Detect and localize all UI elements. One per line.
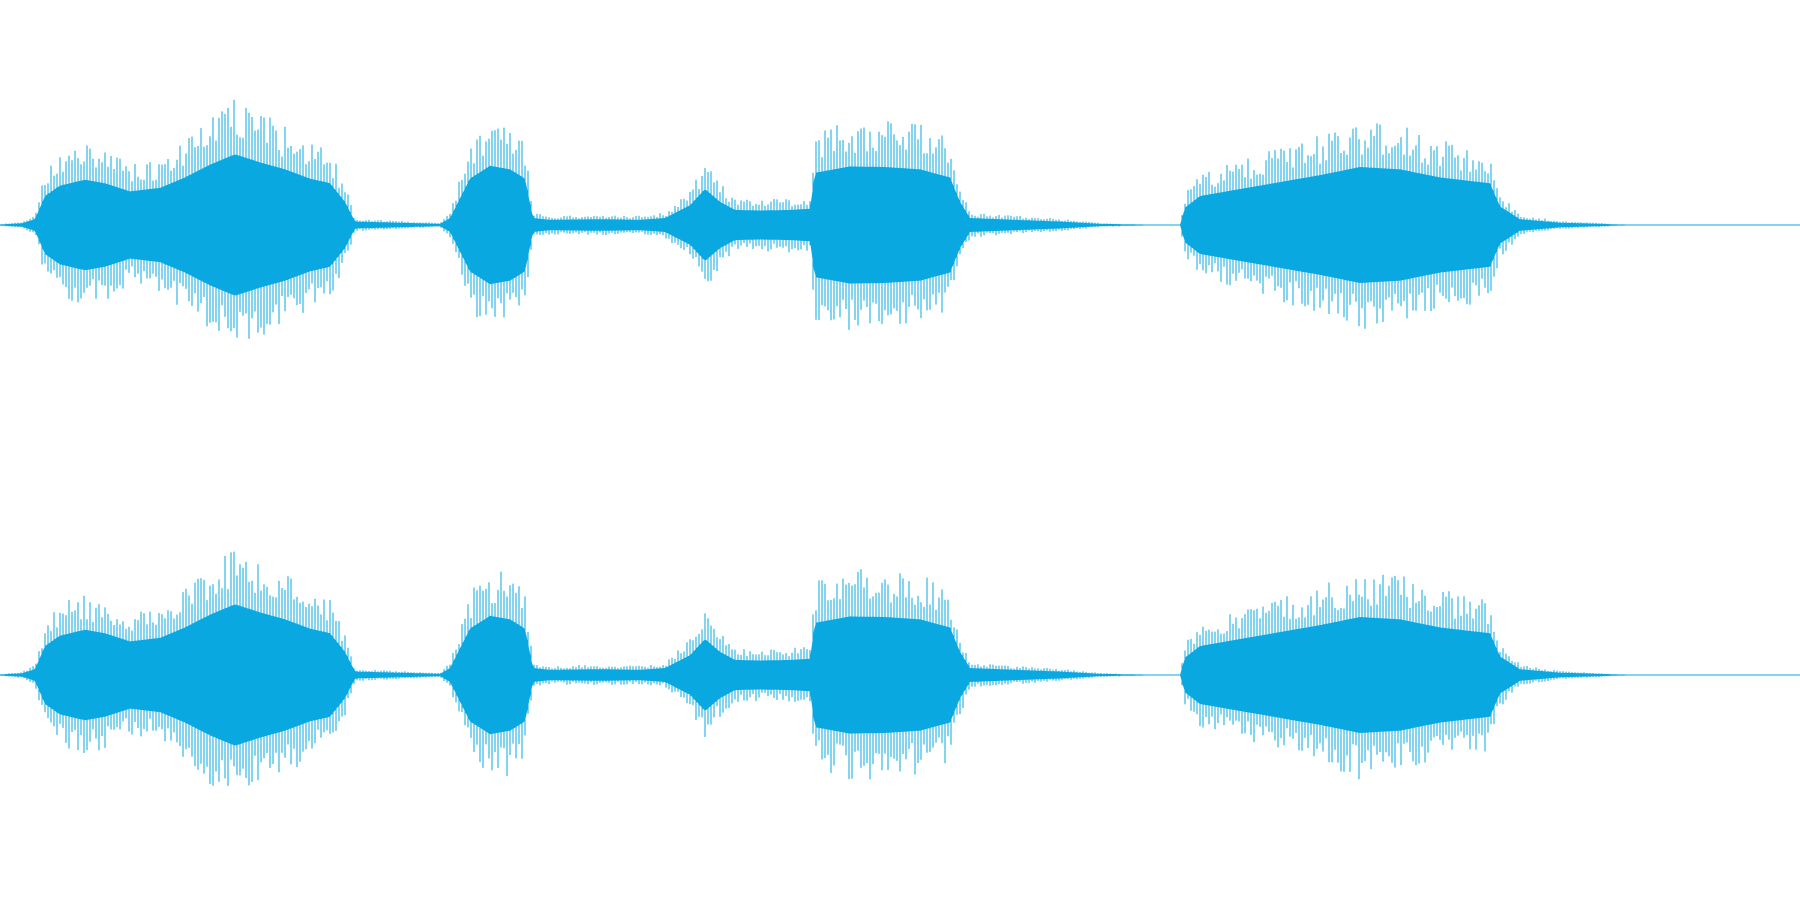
- channel-left-waveform: [0, 99, 1800, 339]
- channel-right-waveform: [0, 551, 1800, 786]
- waveform-spikes: [5, 551, 1609, 786]
- waveform-spikes: [5, 99, 1609, 339]
